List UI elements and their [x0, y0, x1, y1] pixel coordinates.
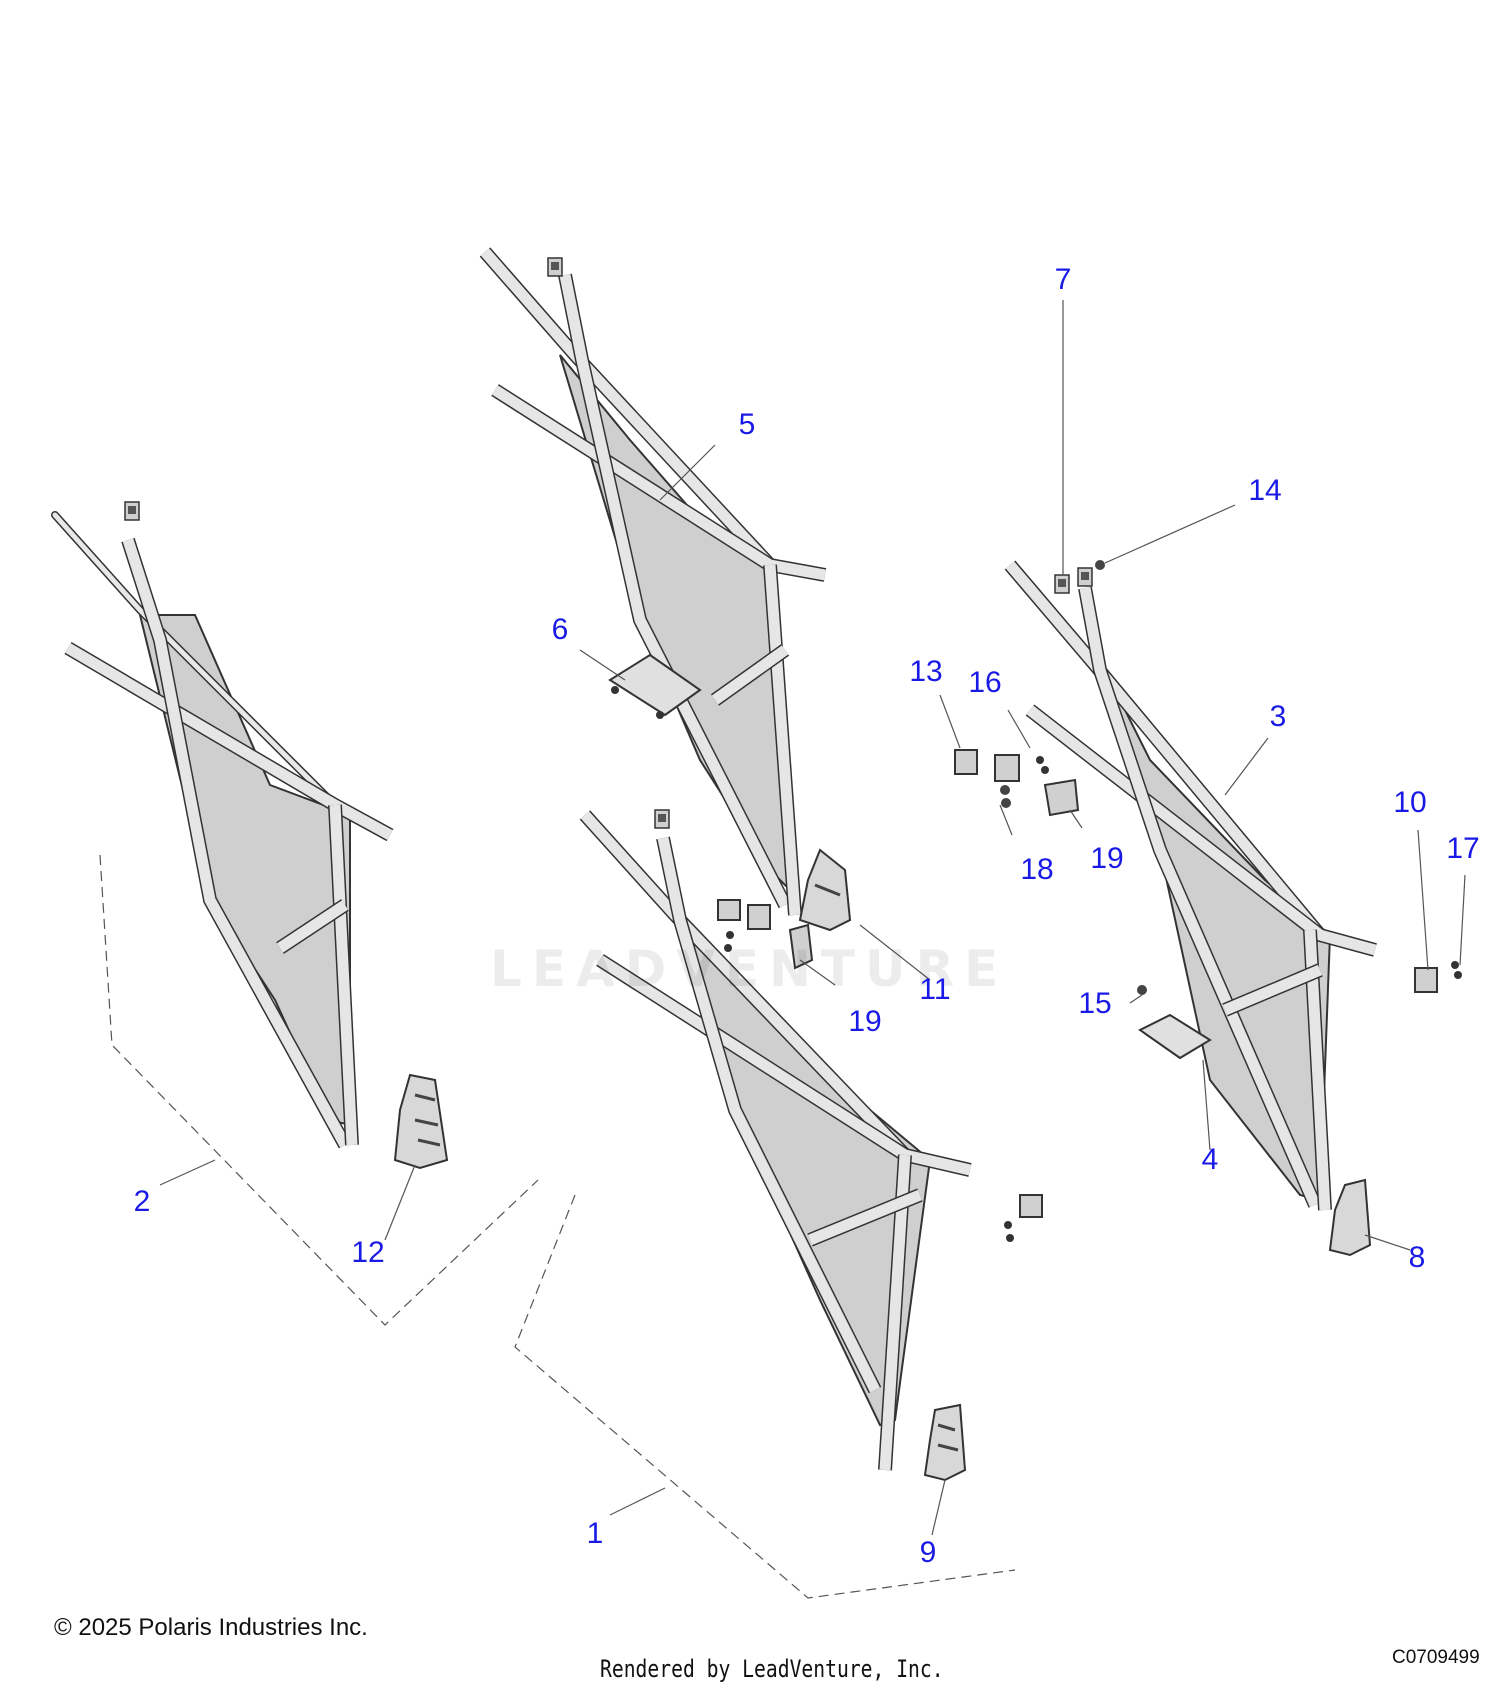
callout-8[interactable]: 8 — [1408, 1241, 1426, 1274]
callout-15[interactable]: 15 — [1078, 987, 1112, 1020]
callout-4[interactable]: 4 — [1201, 1143, 1219, 1176]
callout-11[interactable]: 11 — [919, 973, 951, 1006]
diagram-code: C0709499 — [1392, 1647, 1480, 1668]
bracket-11 — [798, 848, 852, 932]
net-1 — [579, 809, 1043, 1471]
net-3 — [1004, 560, 1377, 1211]
screw-14 — [1095, 560, 1105, 570]
copyright-text: © 2025 Polaris Industries Inc. — [54, 1614, 368, 1641]
callout-13[interactable]: 13 — [909, 655, 943, 688]
bracket-6 — [608, 653, 702, 719]
callout-9[interactable]: 9 — [919, 1536, 937, 1569]
net-5 — [479, 247, 827, 916]
net-2 — [51, 501, 394, 1149]
callout-17[interactable]: 17 — [1446, 832, 1480, 865]
rendered-by-text: Rendered by LeadVenture, Inc. — [600, 1655, 944, 1683]
callout-14[interactable]: 14 — [1248, 474, 1282, 507]
leader-lines — [99, 300, 1466, 1599]
callout-12[interactable]: 12 — [351, 1236, 385, 1269]
callout-19-middle[interactable]: 19 — [848, 1005, 882, 1038]
callout-16[interactable]: 16 — [968, 666, 1002, 699]
hinge-group-middle — [717, 899, 814, 970]
bracket-9 — [923, 1403, 967, 1482]
callout-7[interactable]: 7 — [1054, 263, 1072, 296]
callout-2[interactable]: 2 — [133, 1185, 151, 1218]
callout-18[interactable]: 18 — [1020, 853, 1054, 886]
callout-1[interactable]: 1 — [586, 1517, 604, 1550]
bracket-12 — [393, 1073, 449, 1170]
bracket-8 — [1328, 1178, 1372, 1257]
watermark: LEADVENTURE — [490, 940, 1009, 998]
bracket-4 — [1138, 1013, 1212, 1060]
callout-19-right[interactable]: 19 — [1090, 842, 1124, 875]
screw-15 — [1137, 985, 1147, 995]
callout-3[interactable]: 3 — [1269, 700, 1287, 733]
callout-10[interactable]: 10 — [1393, 786, 1427, 819]
hinge-group-10-17 — [1414, 961, 1462, 993]
callout-6[interactable]: 6 — [551, 613, 569, 646]
hinge-group-13-19 — [954, 749, 1080, 817]
callout-5[interactable]: 5 — [738, 408, 756, 441]
